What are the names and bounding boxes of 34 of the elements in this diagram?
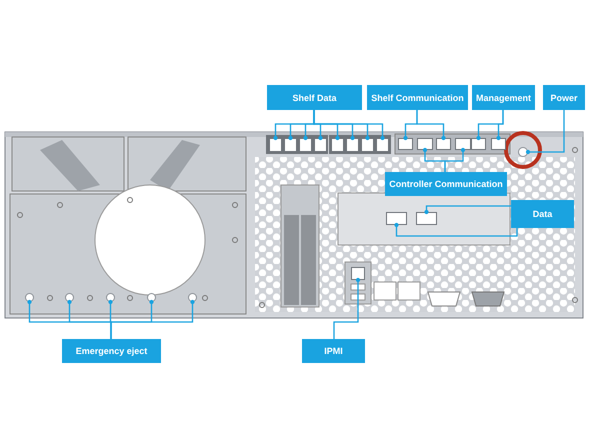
- port: [269, 138, 282, 152]
- port: [491, 138, 506, 150]
- callout-label: Management: [472, 85, 535, 110]
- leader-line: [496, 110, 504, 140]
- leader-line: [416, 110, 446, 140]
- leader-line: [333, 278, 360, 339]
- port: [299, 138, 312, 152]
- port: [284, 138, 297, 152]
- port: [361, 138, 374, 152]
- callout-label: IPMI: [302, 339, 365, 363]
- leader-line: [526, 110, 565, 154]
- port: [386, 212, 407, 225]
- port: [471, 138, 486, 150]
- port: [331, 138, 344, 152]
- port: [314, 138, 327, 152]
- callout-label: Data: [511, 200, 574, 228]
- leader-line: [110, 300, 195, 339]
- leader-line: [444, 148, 466, 172]
- port: [416, 212, 437, 225]
- port: [417, 138, 433, 150]
- port: [376, 138, 389, 152]
- port: [346, 138, 359, 152]
- port: [398, 138, 413, 150]
- port: [455, 138, 471, 150]
- callout-label: Controller Communication: [385, 172, 507, 196]
- leader-line: [424, 205, 511, 214]
- callout-label: Power: [543, 85, 585, 110]
- callout-label: Shelf Data: [267, 85, 362, 110]
- leader-line: [394, 222, 518, 237]
- callout-label: Shelf Communication: [367, 85, 468, 110]
- port: [436, 138, 451, 150]
- port: [351, 267, 365, 280]
- leader-line: [313, 110, 385, 140]
- callout-label: Emergency eject: [62, 339, 161, 363]
